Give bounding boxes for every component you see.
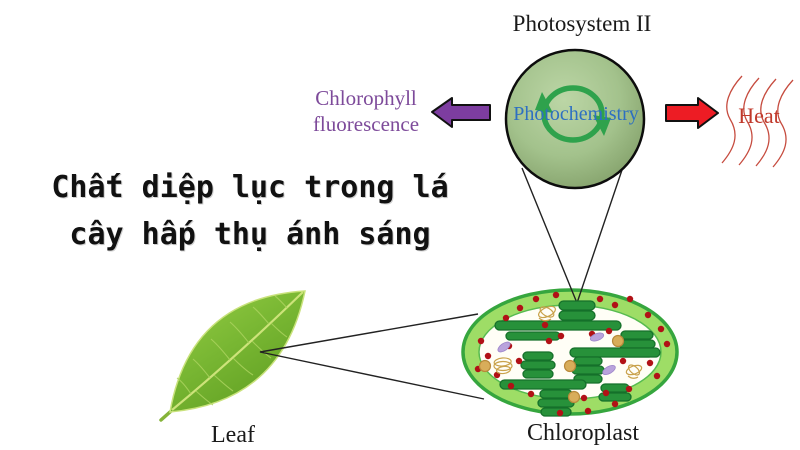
leaf-label: Leaf bbox=[211, 422, 255, 448]
fluorescence-arrow-icon bbox=[431, 97, 491, 128]
photosystem-sphere bbox=[504, 48, 646, 190]
chloroplast-label: Chloroplast bbox=[527, 420, 639, 446]
grana-thylakoids bbox=[494, 300, 661, 417]
starch-granules bbox=[478, 334, 625, 404]
chloroplast-graphic bbox=[461, 166, 679, 417]
ribosome-ovals bbox=[497, 332, 616, 376]
leaf-stalk bbox=[159, 410, 172, 422]
heat-arrow-icon bbox=[665, 97, 719, 129]
leaf-to-chloroplast-lines bbox=[259, 313, 485, 400]
heat-label: Heat bbox=[738, 103, 780, 128]
photosystem-label: Photosystem II bbox=[512, 11, 652, 36]
plastoglobules bbox=[474, 291, 671, 417]
dna-squiggles bbox=[493, 305, 643, 379]
fluorescence-label: Chlorophyll fluorescence bbox=[312, 86, 420, 136]
photochemistry-label: Photochemistry bbox=[513, 103, 639, 125]
headline-line2: cây hấp thụ ánh sáng bbox=[69, 217, 431, 252]
cycle-arrow-icon bbox=[535, 85, 611, 143]
leaf-graphic bbox=[159, 290, 306, 422]
headline-line1: Chất diệp lục trong lá bbox=[51, 170, 449, 205]
heat-waves-icon bbox=[721, 75, 794, 168]
